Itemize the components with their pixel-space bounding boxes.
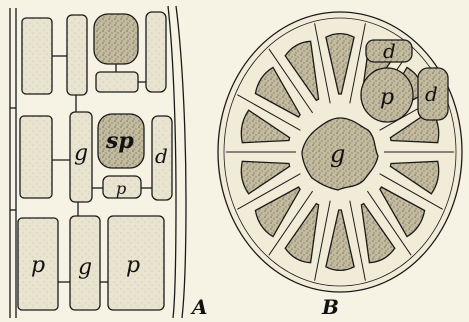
cell-row1-right	[146, 12, 166, 92]
cell-row2-left	[20, 116, 52, 198]
cell-row1-left	[22, 18, 52, 94]
label-a-g-middle: g	[74, 141, 88, 166]
label-a-g-bottom: g	[78, 255, 92, 280]
cell-row1-small	[96, 72, 138, 92]
label-a-p-left: p	[31, 253, 45, 278]
filament-right-wall-outer	[176, 6, 186, 318]
label-b-g-center: g	[330, 140, 345, 168]
cell-row1-gcol	[67, 15, 87, 95]
label-b-p: p	[380, 85, 394, 110]
label-a-p-right: p	[126, 253, 140, 278]
cell-row1-sporangium	[94, 14, 138, 64]
label-a-p-small: p	[116, 179, 126, 198]
panel-a-label: A	[190, 295, 208, 319]
label-b-d-right: d	[425, 82, 438, 106]
panel-b-label: B	[321, 295, 339, 319]
label-b-d-top: d	[383, 39, 396, 63]
label-a-d: d	[155, 144, 168, 168]
label-a-sp: sp	[105, 128, 134, 154]
